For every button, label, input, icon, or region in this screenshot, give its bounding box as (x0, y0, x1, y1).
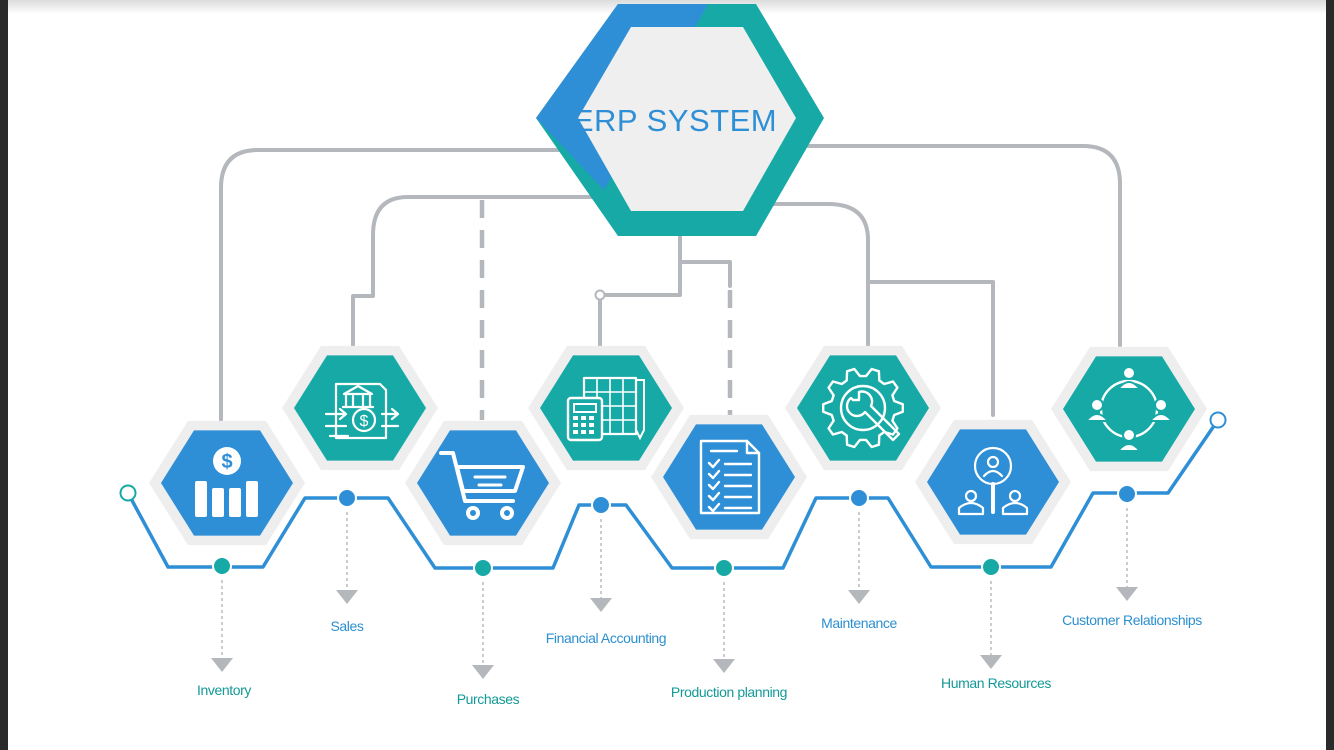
connector-human-resources (866, 280, 995, 417)
timeline-node-human-resources (981, 557, 1001, 577)
module-label-purchases: Purchases (457, 691, 520, 707)
timeline-node-financial-accounting (591, 495, 611, 515)
calculator-spreadsheet-icon (566, 376, 645, 442)
module-label-production-planning: Production planning (671, 684, 787, 700)
svg-text:$: $ (221, 451, 232, 473)
timeline-node-production-planning (714, 558, 734, 578)
timeline-node-customer-relationships (1117, 484, 1137, 504)
module-human-resources (915, 419, 1071, 545)
gear-wrench-icon (822, 367, 904, 449)
connector-production-planning-top (678, 260, 732, 288)
arrow-down-icon (713, 659, 735, 673)
module-sales: $ (282, 345, 438, 471)
module-label-inventory: Inventory (197, 682, 251, 698)
connector-customer-relationships (806, 144, 1122, 347)
module-inventory: $ (149, 420, 305, 546)
module-label-customer-relationships: Customer Relationships (1062, 612, 1202, 628)
label-arrows (211, 508, 1138, 679)
module-label-maintenance: Maintenance (821, 615, 897, 631)
module-hex (417, 430, 549, 536)
arrow-down-icon (590, 598, 612, 612)
timeline-node-inventory (212, 556, 232, 576)
erp-diagram: ERP SYSTEM $$ InventorySalesPurchasesFin… (119, 4, 1227, 707)
arrow-down-icon (1116, 587, 1138, 601)
shopping-cart-icon (439, 451, 525, 520)
arrow-down-icon (211, 658, 233, 672)
module-purchases (405, 420, 561, 546)
module-financial-accounting (528, 345, 684, 471)
timeline-node-maintenance (849, 488, 869, 508)
hub-dashed-connectors (479, 200, 733, 420)
timeline-start-node (119, 484, 137, 502)
checklist-document-icon (699, 439, 761, 515)
module-label-human-resources: Human Resources (941, 675, 1051, 691)
arrow-down-icon (848, 590, 870, 604)
connector-financial-accounting (598, 234, 682, 347)
people-search-icon (957, 446, 1029, 516)
module-maintenance (785, 345, 941, 471)
connector-sales (351, 195, 600, 347)
arrow-down-icon (472, 665, 494, 679)
module-hex (663, 424, 795, 530)
module-production-planning (651, 414, 807, 540)
customer-network-icon (1083, 366, 1175, 452)
module-hex (797, 355, 929, 461)
module-label-financial-accounting: Financial Accounting (546, 630, 666, 646)
timeline-line (126, 419, 1220, 570)
connector-inventory (219, 148, 570, 422)
timeline-nodes (212, 484, 1137, 578)
arrow-down-icon (980, 655, 1002, 669)
module-customer-relationships (1051, 346, 1207, 472)
timeline-node-purchases (473, 558, 493, 578)
module-label-sales: Sales (330, 618, 363, 634)
hub-title: ERP SYSTEM (573, 103, 777, 138)
connector-node-financial (594, 289, 606, 301)
module-hex (1063, 356, 1195, 462)
hub-hex-inner (578, 27, 796, 211)
arrow-down-icon (336, 590, 358, 604)
bank-invoice-icon: $ (324, 382, 400, 440)
module-hex (161, 430, 293, 536)
connector-maintenance (766, 202, 870, 347)
timeline-node-sales (337, 488, 357, 508)
module-hexagons: $$ (149, 345, 1207, 546)
svg-text:$: $ (360, 413, 369, 430)
dollar-bar-chart-icon: $ (195, 447, 258, 517)
erp-system-hub: ERP SYSTEM (536, 4, 824, 236)
timeline-end-node (1209, 411, 1227, 429)
hub-connectors (219, 144, 1122, 422)
